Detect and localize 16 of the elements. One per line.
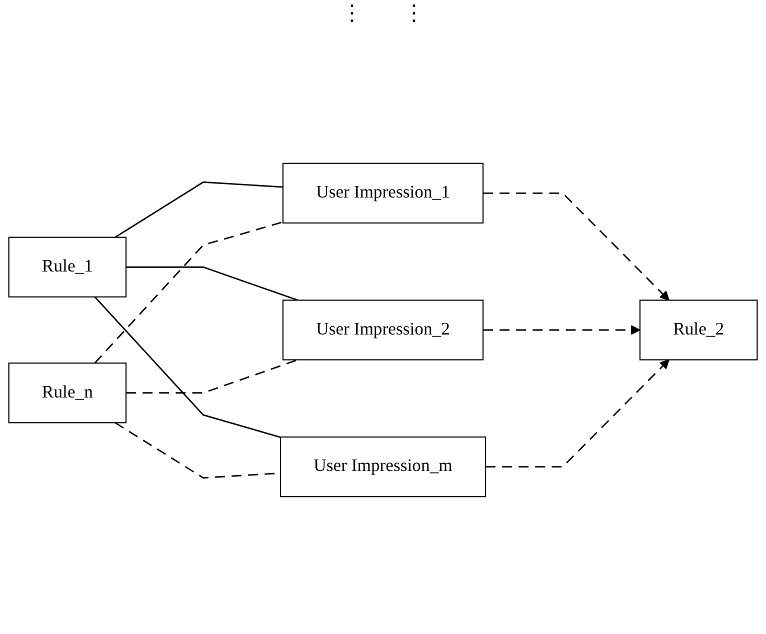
- node-box: User Impression_m: [280, 436, 486, 498]
- connector: [94, 221, 284, 364]
- node-box: Rule_1: [8, 236, 127, 298]
- arrow: [483, 325, 640, 335]
- node-box: User Impression_1: [282, 162, 484, 224]
- ellipsis-mark: ⋮: [341, 0, 363, 26]
- ellipsis-mark: ⋮: [403, 0, 425, 26]
- connector: [94, 296, 281, 438]
- arrow: [486, 359, 670, 468]
- arrow: [483, 192, 670, 301]
- connector: [114, 181, 283, 238]
- connector: [126, 266, 298, 301]
- node-box: Rule_2: [639, 300, 758, 360]
- node-box: Rule_n: [8, 362, 127, 424]
- node-box: User Impression_2: [282, 300, 484, 360]
- connector: [126, 359, 298, 394]
